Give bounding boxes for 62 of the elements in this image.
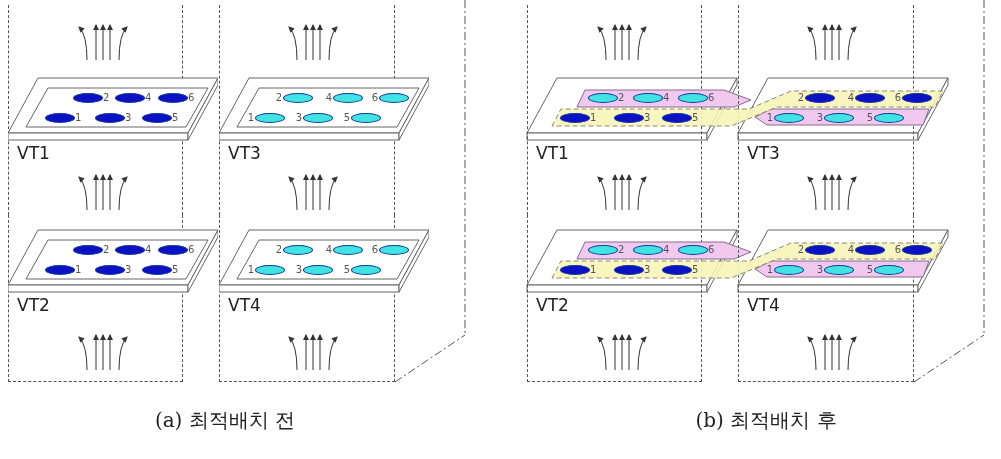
slot-number: 5 bbox=[343, 264, 350, 276]
slot-number: 1 bbox=[75, 264, 82, 276]
slot-number: 3 bbox=[644, 264, 651, 276]
cabinet-label: VT3 bbox=[228, 144, 261, 162]
slot-number: 2 bbox=[797, 244, 804, 256]
group-band bbox=[755, 109, 929, 125]
slot-number: 3 bbox=[816, 264, 823, 276]
slot-number: 6 bbox=[894, 244, 901, 256]
slot-number: 5 bbox=[172, 112, 179, 124]
cabinet-label: VT4 bbox=[228, 296, 261, 314]
slot-number: 4 bbox=[663, 92, 670, 104]
group-band bbox=[755, 261, 929, 277]
slot-number: 5 bbox=[692, 264, 699, 276]
slot-number: 1 bbox=[766, 264, 773, 276]
slot-number: 2 bbox=[103, 92, 110, 104]
cabinet-label: VT4 bbox=[747, 296, 780, 314]
slot-number: 2 bbox=[103, 244, 110, 256]
slot-number: 1 bbox=[590, 112, 597, 124]
slot-number: 2 bbox=[618, 244, 625, 256]
cabinet-label: VT2 bbox=[536, 296, 569, 314]
panel-caption: (a) 최적배치 전 bbox=[153, 407, 297, 433]
slot-number: 3 bbox=[125, 112, 132, 124]
panel-caption: (b) 최적배치 후 bbox=[694, 407, 838, 433]
slot-number: 6 bbox=[708, 244, 715, 256]
slot-number: 5 bbox=[172, 264, 179, 276]
slot-number: 6 bbox=[371, 92, 378, 104]
cabinet-label: VT1 bbox=[17, 144, 50, 162]
slot-number: 6 bbox=[894, 92, 901, 104]
slot-number: 1 bbox=[590, 264, 597, 276]
group-band bbox=[577, 90, 751, 107]
slot-number: 1 bbox=[247, 264, 254, 276]
slot-number: 5 bbox=[343, 112, 350, 124]
slot-number: 3 bbox=[644, 112, 651, 124]
slot-number: 1 bbox=[766, 112, 773, 124]
cabinet-label: VT1 bbox=[536, 144, 569, 162]
slot-number: 6 bbox=[708, 92, 715, 104]
slot-number: 2 bbox=[797, 92, 804, 104]
slot-number: 4 bbox=[847, 92, 854, 104]
slot-number: 1 bbox=[247, 112, 254, 124]
slot-number: 3 bbox=[125, 264, 132, 276]
slot-number: 3 bbox=[295, 264, 302, 276]
cabinet-label: VT2 bbox=[17, 296, 50, 314]
slot-number: 3 bbox=[295, 112, 302, 124]
slot-number: 4 bbox=[145, 244, 152, 256]
group-band bbox=[577, 242, 751, 259]
slot-number: 4 bbox=[663, 244, 670, 256]
slot-number: 4 bbox=[325, 244, 332, 256]
slot-number: 4 bbox=[847, 244, 854, 256]
slot-number: 5 bbox=[692, 112, 699, 124]
slot-number: 2 bbox=[275, 92, 282, 104]
slot-number: 6 bbox=[188, 244, 195, 256]
slot-number: 3 bbox=[816, 112, 823, 124]
slot-number: 1 bbox=[75, 112, 82, 124]
slot-number: 4 bbox=[145, 92, 152, 104]
cabinet-label: VT3 bbox=[747, 144, 780, 162]
slot-number: 6 bbox=[188, 92, 195, 104]
slot-number: 2 bbox=[275, 244, 282, 256]
slot-number: 4 bbox=[325, 92, 332, 104]
slot-number: 6 bbox=[371, 244, 378, 256]
slot-number: 5 bbox=[866, 112, 873, 124]
slot-number: 5 bbox=[866, 264, 873, 276]
slot-number: 2 bbox=[618, 92, 625, 104]
